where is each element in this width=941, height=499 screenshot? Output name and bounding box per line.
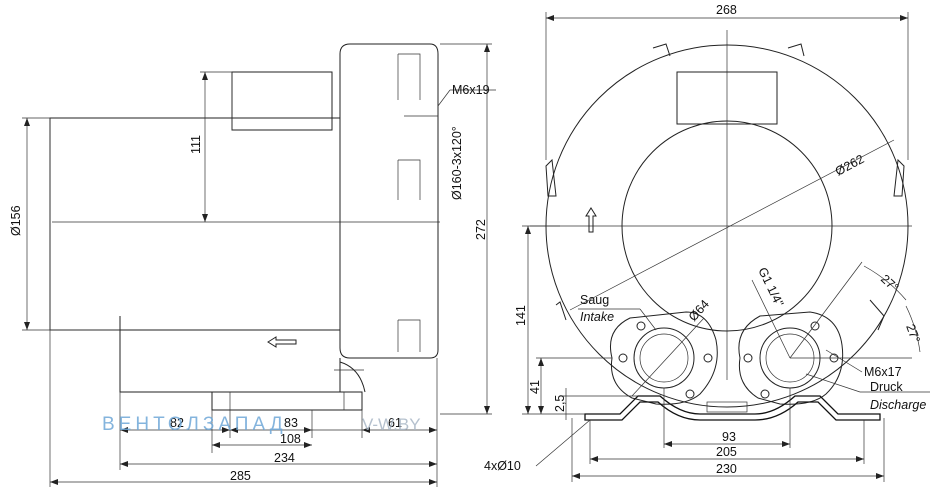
intake-flange xyxy=(610,311,718,405)
front-view: Ø262 268 141 41 2,5 Saug Intake Ø64 G1 1… xyxy=(484,3,930,482)
dim-234: 234 xyxy=(274,451,295,465)
dim-d262: Ø262 xyxy=(833,152,867,179)
dim-111: 111 xyxy=(189,135,203,154)
base-foot xyxy=(584,395,881,421)
label-discharge: Discharge xyxy=(870,398,926,412)
watermark-domain: V-W.BY xyxy=(362,415,421,434)
dim-205: 205 xyxy=(716,445,737,459)
dim-m6x17: M6x17 xyxy=(864,365,902,379)
dim-d156: Ø156 xyxy=(9,205,23,236)
dim-82: 82 xyxy=(170,416,184,430)
terminal-box xyxy=(231,71,333,131)
dim-d64: Ø64 xyxy=(686,297,712,324)
motor-circle xyxy=(621,120,833,332)
side-base-plate xyxy=(211,391,363,411)
watermark-brand: ВЕНТОЛЗАПАД xyxy=(102,414,287,435)
dim-272: 272 xyxy=(474,219,488,240)
dim-g1: G1 1/4" xyxy=(755,265,786,309)
dim-m6x19: M6x19 xyxy=(452,83,490,97)
dim-93: 93 xyxy=(722,430,736,444)
flow-arrow-up xyxy=(585,207,597,233)
label-intake: Intake xyxy=(580,310,614,324)
dim-41: 41 xyxy=(528,380,542,394)
dim-108: 108 xyxy=(280,432,301,446)
dim-83: 83 xyxy=(284,416,298,430)
dim-141: 141 xyxy=(514,305,528,326)
dim-61: 61 xyxy=(388,416,402,430)
dim-4x-d10: 4xØ10 xyxy=(484,459,521,473)
dim-angle-27-b: 27° xyxy=(903,322,923,345)
dim-d160: Ø160-3x120° xyxy=(450,126,464,200)
label-saug: Saug xyxy=(580,293,609,307)
dim-268: 268 xyxy=(716,3,737,17)
side-view: Ø156 111 272 M6x19 Ø160-3x120° 82 83 61 xyxy=(9,43,496,487)
discharge-flange xyxy=(738,311,844,405)
flow-arrow-left xyxy=(267,336,297,348)
intake-port xyxy=(633,327,695,389)
blower-housing xyxy=(339,43,439,359)
dim-230: 230 xyxy=(716,462,737,476)
label-druck: Druck xyxy=(870,380,903,394)
dim-285: 285 xyxy=(230,469,251,483)
dim-2-5: 2,5 xyxy=(553,395,567,412)
terminal-box-front xyxy=(676,71,778,125)
